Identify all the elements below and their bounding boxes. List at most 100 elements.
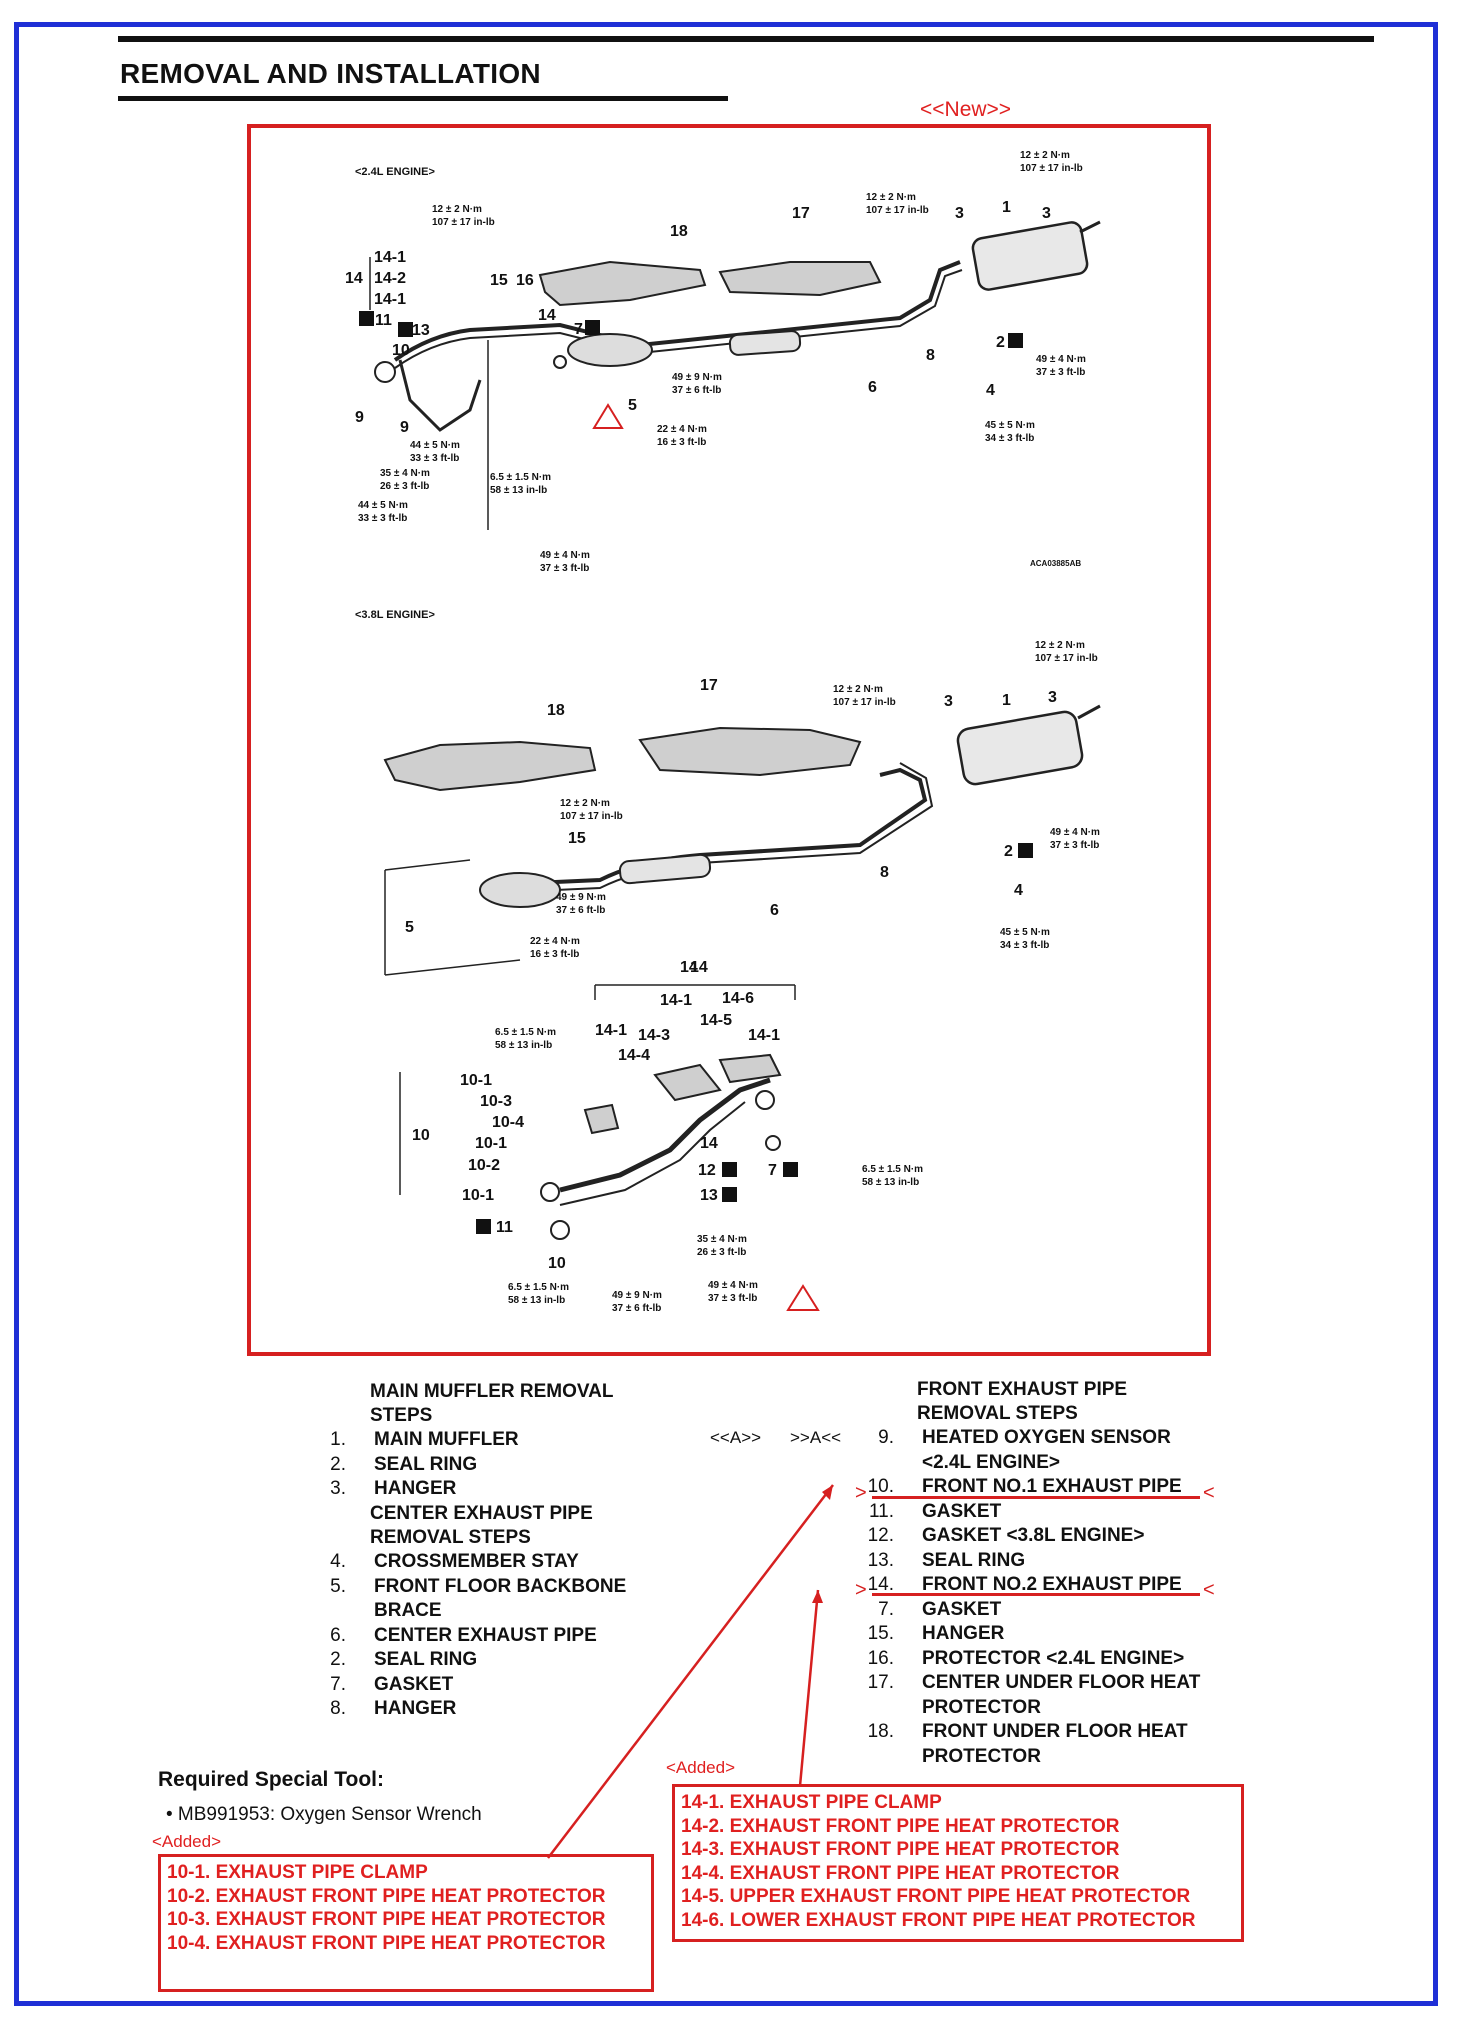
center-pipe-steps: CENTER EXHAUST PIPE REMOVAL STEPS [370,1502,593,1550]
fp-step: 12.GASKET <3.8L ENGINE> [850,1524,1230,1549]
fp-step: <2.4L ENGINE> [850,1451,1230,1476]
label-38-10b: 10 [548,1255,566,1272]
torque-38-l2: 37 ± 6 ft-lb [612,1303,661,1314]
torque-24-f1: 22 ± 4 N·m [657,424,707,435]
label-38-10-3: 10-3 [480,1093,512,1110]
torque-24-b1: 12 ± 2 N·m [866,192,916,203]
torque-38-i2: 58 ± 13 in-lb [862,1177,919,1188]
step-text: CROSSMEMBER STAY [374,1551,579,1572]
cp-step: 4. CROSSMEMBER STAY [302,1550,662,1575]
pipe-heat-protector [583,1103,620,1135]
special-tool-section: Required Special Tool: • MB991953: Oxyge… [158,1768,482,1826]
torque-24-f2: 16 ± 3 ft-lb [657,437,706,448]
step-text: PROTECTOR [922,1696,1041,1718]
torque-24-a1: 12 ± 2 N·m [432,204,482,215]
new-part-marker [476,1219,491,1234]
torque-38-g2: 34 ± 3 ft-lb [1000,940,1049,951]
top-rule [118,36,1374,42]
label-24-14-1a: 14-1 [374,249,406,266]
title-rule [118,96,728,101]
step-number: 18. [867,1721,894,1742]
torque-24-j1: 44 ± 5 N·m [358,500,408,511]
step-text: GASKET [922,1598,1002,1620]
torque-38-l1: 49 ± 9 N·m [612,1290,662,1301]
highlight-caret: < [1203,1482,1215,1504]
step-text: <2.4L ENGINE> [922,1451,1060,1473]
main-muffler-38 [956,710,1084,786]
label-38-5: 5 [405,919,414,936]
torque-38-b1: 12 ± 2 N·m [1035,640,1085,651]
mm-step: 2.SEAL RING [302,1453,662,1478]
main-muffler-heading: MAIN MUFFLER REMOVAL [370,1381,614,1402]
torque-38-j2: 26 ± 3 ft-lb [697,1247,746,1258]
torque-24-k2: 58 ± 13 in-lb [490,485,547,496]
added-item: 10-4. EXHAUST FRONT PIPE HEAT PROTECTOR [167,1932,606,1954]
main-muffler-24 [971,221,1089,291]
step-number: 4. [330,1551,346,1572]
torque-38-k2: 37 ± 3 ft-lb [708,1293,757,1304]
highlight-caret: > [855,1579,867,1601]
center-heat-protector-38 [638,726,862,777]
torque-24-i2: 26 ± 3 ft-lb [380,481,429,492]
step-number: 17. [867,1672,894,1693]
front-pipe-list: 9.HEATED OXYGEN SENSOR<2.4L ENGINE>10.FR… [850,1426,1230,1769]
new-part-marker [398,322,413,337]
label-24-4: 4 [986,382,995,399]
added-item: 14-2. EXHAUST FRONT PIPE HEAT PROTECTOR [681,1815,1120,1837]
catalytic-converter-24 [567,333,653,367]
label-38-14-1a: 14-1 [660,992,692,1009]
callout-arrow [798,1589,820,1787]
step-number: 7. [330,1673,346,1695]
tailpipe-38 [1077,704,1101,720]
label-38-15: 15 [568,830,586,847]
torque-38-e2: 37 ± 6 ft-lb [556,905,605,916]
added-item: 10-3. EXHAUST FRONT PIPE HEAT PROTECTOR [167,1909,606,1930]
step-text: HANGER [922,1623,1005,1644]
added-item: 10-1. EXHAUST PIPE CLAMP [167,1862,428,1883]
label-38-11: 11 [496,1219,513,1236]
torque-38-j1: 35 ± 4 N·m [697,1234,747,1245]
torque-38-f2: 16 ± 3 ft-lb [530,949,579,960]
front-pipe-steps: FRONT EXHAUST PIPE REMOVAL STEPS [917,1378,1127,1426]
torque-24-k1: 6.5 ± 1.5 N·m [490,472,551,483]
step-number [302,1599,374,1624]
center-pipe-heading-2: REMOVAL STEPS [370,1527,531,1548]
added-tag-right: <Added> [666,1758,736,1777]
step-number: 9. [878,1427,894,1448]
torque-24-l1: 49 ± 4 N·m [540,550,590,561]
label-38-3a: 3 [944,693,953,710]
torque-38-c1: 12 ± 2 N·m [560,798,610,809]
step-text: SEAL RING [374,1453,478,1475]
torque-24-c2: 107 ± 17 in-lb [1020,163,1083,174]
engine-38-label: <3.8L ENGINE> [355,609,435,621]
label-24-14-1b: 14-1 [374,291,406,308]
label-24-17: 17 [792,205,810,222]
torque-24-a2: 107 ± 17 in-lb [432,217,495,228]
cp-step: 7.GASKET [302,1673,662,1698]
label-38-14c: 14 [700,1135,718,1152]
step-text: HANGER [374,1478,457,1499]
step-number: 15. [867,1623,894,1644]
step-number: 7. [878,1598,894,1620]
step-text: MAIN MUFFLER [374,1429,519,1450]
label-38-10-1a: 10-1 [460,1072,492,1089]
torque-38-h2: 58 ± 13 in-lb [495,1040,552,1051]
fp-step: 15. HANGER [850,1622,1230,1647]
added-item: 14-1. EXHAUST PIPE CLAMP [681,1792,942,1813]
new-part-marker [722,1187,737,1202]
label-24-13: 13 [412,322,430,339]
new-part-marker [359,311,374,326]
front-pipe-38-edge [559,1101,746,1206]
resonator-24 [728,330,802,356]
arrow-head [822,1485,833,1500]
pipe-heat-protector [653,1063,722,1102]
step-number: 6. [330,1624,346,1646]
cp-step: BRACE [302,1599,662,1624]
main-muffler-steps: MAIN MUFFLER REMOVAL STEPS [370,1380,613,1428]
mm-step: 1.MAIN MUFFLER [302,1428,662,1453]
label-38-12: 12 [698,1162,716,1179]
front-pipe-heading: FRONT EXHAUST PIPE [917,1379,1128,1400]
step-number: 3. [330,1478,346,1499]
